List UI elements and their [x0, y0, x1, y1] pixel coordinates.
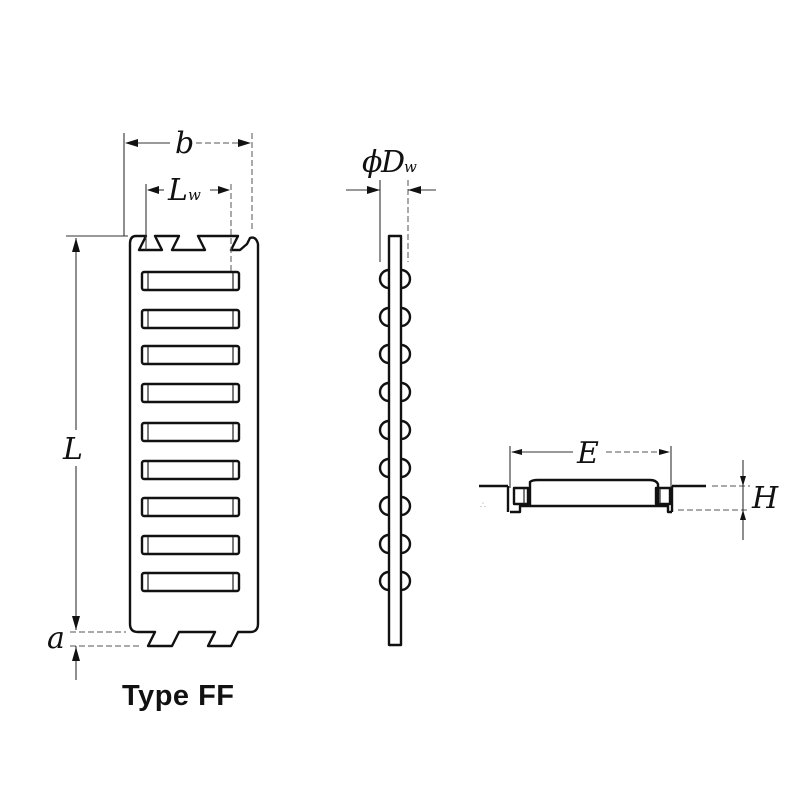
roller: [140, 496, 241, 518]
dimension-e: E: [509, 436, 672, 488]
dimension-a: a: [47, 621, 140, 680]
cage-section: [510, 478, 672, 514]
cage-outline: [128, 234, 260, 648]
cage-plate-side: [387, 234, 403, 647]
front-view: b L w L a: [47, 126, 260, 680]
roller: [140, 534, 241, 556]
roller-bumps: [378, 268, 412, 592]
label-lw-subscript: w: [188, 186, 201, 204]
label-lw: L: [167, 173, 188, 208]
side-view: ϕ D w: [346, 145, 436, 647]
label-l: L: [62, 432, 83, 467]
svg-text:∴: ∴: [480, 501, 486, 511]
roller: [140, 459, 241, 481]
roller: [140, 308, 241, 330]
dimension-dw: ϕ D w: [346, 145, 436, 262]
rollers: [140, 270, 241, 593]
roller: [140, 382, 241, 404]
label-h: H: [751, 481, 779, 516]
roller: [140, 344, 241, 366]
label-dw-phi: ϕ: [362, 145, 382, 180]
label-dw: D: [380, 145, 405, 180]
roller: [140, 421, 241, 443]
mounted-view: ∴ E H: [479, 436, 779, 540]
dimension-b: b: [123, 126, 253, 236]
label-b: b: [175, 126, 194, 161]
dimension-h: H: [678, 460, 779, 540]
roller: [140, 270, 241, 292]
dimension-l: L: [62, 235, 128, 630]
label-e: E: [576, 436, 599, 471]
label-a: a: [47, 621, 65, 656]
roller: [140, 571, 241, 593]
figure-caption: Type FF: [122, 680, 235, 712]
dimension-lw: L w: [145, 173, 232, 272]
label-dw-subscript: w: [404, 158, 417, 176]
